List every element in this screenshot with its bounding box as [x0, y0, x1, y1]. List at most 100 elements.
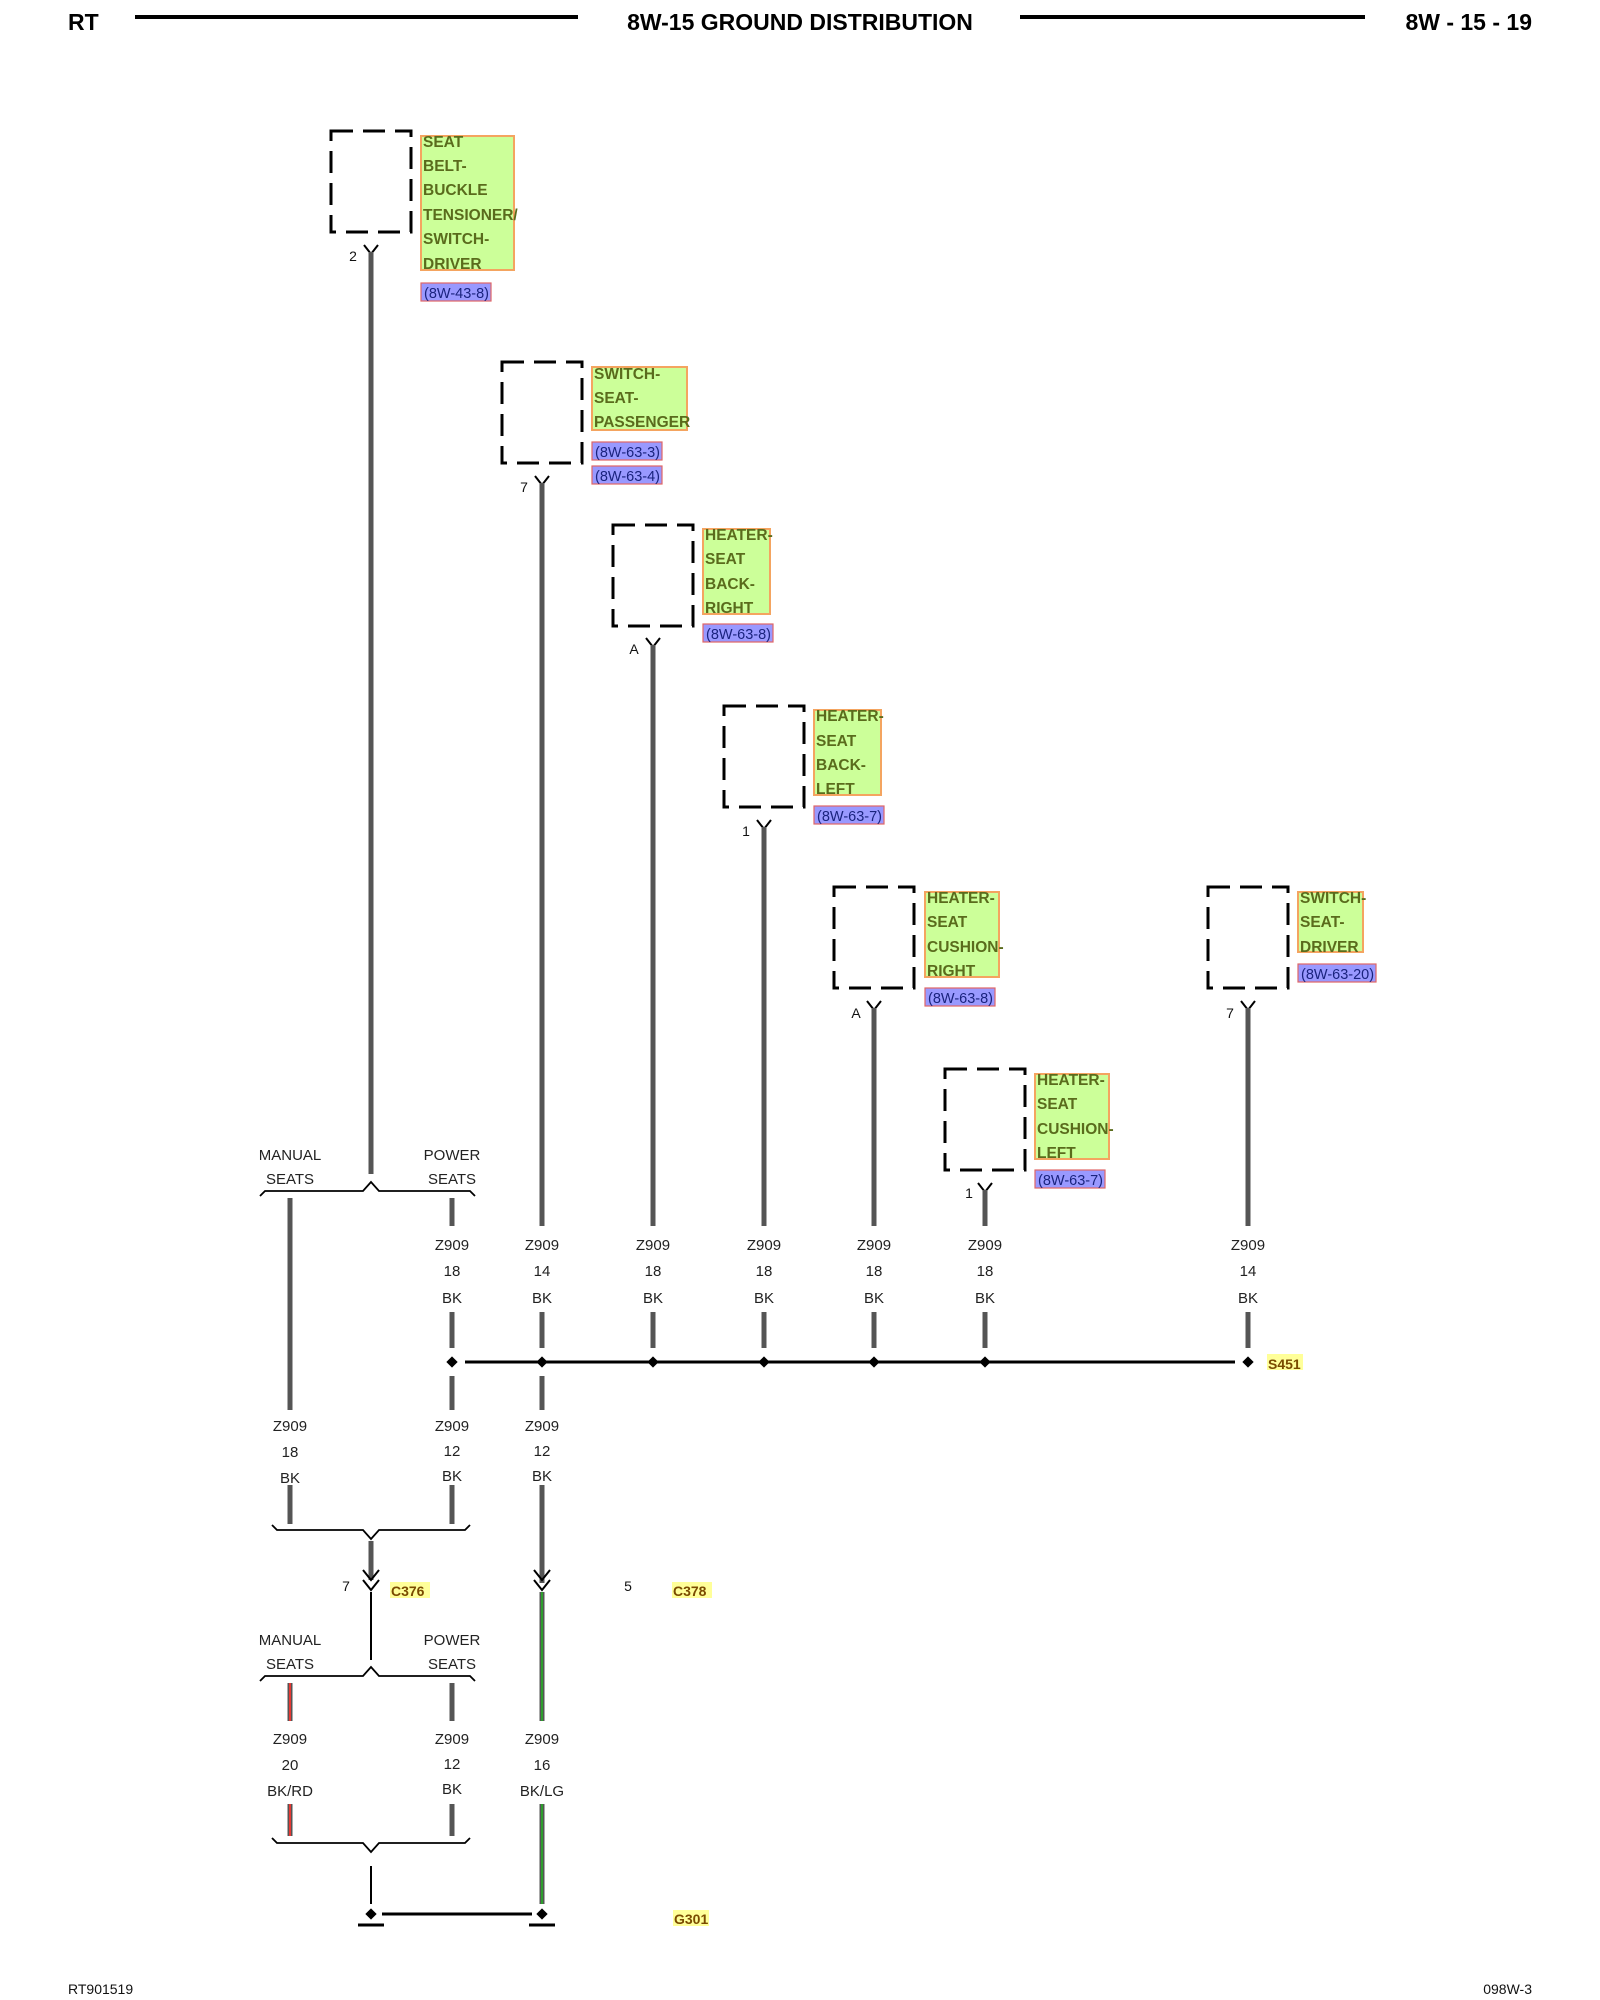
connector-female-chevron — [362, 1579, 380, 1592]
connector-female-chevron — [533, 1579, 551, 1592]
connector-male-chevron — [362, 1569, 380, 1582]
component-switch-seat-driver[interactable]: SWITCH- SEAT- DRIVER (8W-63-20) 7 — [1206, 885, 1377, 1021]
component-ref-link[interactable]: (8W-63-7) — [1038, 1173, 1103, 1189]
component-ref-link[interactable]: (8W-63-7) — [817, 809, 882, 825]
option-label-line: MANUAL — [259, 1632, 322, 1649]
option-label-line: POWER — [424, 1147, 481, 1164]
connector-label-box — [390, 1582, 430, 1598]
option-brace — [259, 1180, 476, 1197]
component-ref-link[interactable]: (8W-63-4) — [595, 469, 660, 485]
wire-circuit: Z909 — [435, 1237, 469, 1254]
wire-color: BK — [975, 1290, 995, 1307]
component-heater-seat-cushion-right[interactable]: HEATER- SEAT CUSHION- RIGHT (8W-63-8) A — [832, 885, 1004, 1021]
wire-circuit: Z909 — [968, 1237, 1002, 1254]
middle-wire-labels: Z909 18 BK Z909 12 BK Z909 12 BK — [273, 1410, 559, 1487]
wire-circuit: Z909 — [636, 1237, 670, 1254]
wire-color: BK — [532, 1468, 552, 1485]
splice-dots — [446, 1356, 1254, 1368]
wire-gauge: 18 — [645, 1263, 662, 1280]
component-box — [943, 1067, 1027, 1172]
splice-label: S451 — [1268, 1356, 1301, 1372]
option-label-line: SEATS — [428, 1171, 476, 1188]
upper-wire-labels: Z909 18 BK Z909 14 BK Z909 18 BK Z909 18… — [435, 1230, 1265, 1307]
wire-color: BK — [442, 1290, 462, 1307]
wire-color: BK — [442, 1468, 462, 1485]
component-ref-box — [813, 805, 885, 825]
page-title: 8W-15 GROUND DISTRIBUTION — [627, 9, 973, 35]
component-ref-link[interactable]: (8W-63-8) — [928, 991, 993, 1007]
component-label-line: SEAT — [423, 134, 464, 151]
component-ref-link[interactable]: (8W-63-3) — [595, 445, 660, 461]
component-label-line: LEFT — [1037, 1145, 1076, 1162]
ground-dot — [536, 1908, 548, 1920]
ground-label-box — [673, 1910, 709, 1926]
component-ref-link[interactable]: (8W-63-8) — [706, 627, 771, 643]
wire-circuit: Z909 — [435, 1418, 469, 1435]
component-pin: 7 — [1226, 1005, 1234, 1021]
wire-gauge: 14 — [1240, 1263, 1257, 1280]
wire-circuit: Z909 — [273, 1418, 307, 1435]
merge-brace-top — [271, 1524, 471, 1541]
component-ref-box — [420, 282, 492, 302]
wire-color: BK — [1238, 1290, 1258, 1307]
wire-gauge: 18 — [756, 1263, 773, 1280]
component-label-line: SEAT — [927, 914, 968, 931]
component-label-line: SEAT- — [594, 390, 639, 407]
wire-gauge: 18 — [977, 1263, 994, 1280]
ground-label: G301 — [674, 1911, 708, 1927]
wire-color: BK — [864, 1290, 884, 1307]
wire-gauge: 18 — [282, 1444, 299, 1461]
component-label-box — [702, 528, 771, 615]
wire-gauge: 20 — [282, 1757, 299, 1774]
component-heater-seat-back-right[interactable]: HEATER- SEAT BACK- RIGHT (8W-63-8) A — [611, 523, 774, 657]
component-ref-link[interactable]: (8W-43-8) — [424, 286, 489, 302]
lower-wire-labels: Z909 20 BK/RD Z909 12 BK Z909 16 BK/LG — [267, 1731, 564, 1800]
component-pin: 1 — [742, 823, 750, 839]
splice-s451[interactable]: S451 — [446, 1354, 1303, 1372]
component-pin: A — [851, 1005, 861, 1021]
component-heater-seat-back-left[interactable]: HEATER- SEAT BACK- LEFT (8W-63-7) 1 — [722, 704, 885, 839]
footer-right: 098W-3 — [1483, 1981, 1532, 1997]
component-heater-seat-cushion-left[interactable]: HEATER- SEAT CUSHION- LEFT (8W-63-7) 1 — [943, 1067, 1114, 1201]
component-label-line: HEATER- — [1037, 1072, 1105, 1089]
component-box — [832, 885, 916, 990]
option-split-bottom: MANUAL SEATS POWER SEATS — [259, 1632, 481, 1682]
component-pin: 1 — [965, 1185, 973, 1201]
component-seat-belt-buckle[interactable]: SEAT BELT- BUCKLE TENSIONER/ SWITCH- DRI… — [329, 129, 518, 302]
connector-label: C376 — [391, 1583, 425, 1599]
component-label-line: SWITCH- — [594, 366, 660, 383]
component-box — [500, 360, 584, 465]
connector-male-chevron — [533, 1569, 551, 1582]
component-label-line: SEAT — [1037, 1096, 1078, 1113]
connector-c376[interactable]: 7 C376 — [342, 1569, 430, 1599]
wire-gauge: 12 — [444, 1443, 461, 1460]
wire-color: BK — [280, 1470, 300, 1487]
component-label-line: BUCKLE — [423, 182, 488, 199]
component-label-line: DRIVER — [1300, 939, 1359, 956]
ground-g301[interactable]: G301 — [358, 1908, 709, 1927]
wire-circuit: Z909 — [525, 1418, 559, 1435]
component-label-line: DRIVER — [423, 256, 482, 273]
wire-gauge: 18 — [444, 1263, 461, 1280]
connector-c378[interactable]: 5 C378 — [533, 1569, 712, 1599]
wire-circuit: Z909 — [273, 1731, 307, 1748]
splice-label-box — [1267, 1354, 1303, 1370]
component-ref-box — [1034, 1169, 1106, 1189]
wire-circuit: Z909 — [525, 1237, 559, 1254]
component-switch-seat-passenger[interactable]: SWITCH- SEAT- PASSENGER (8W-63-3) (8W-63… — [500, 360, 690, 495]
component-label-line: RIGHT — [927, 963, 976, 980]
wire-gauge: 12 — [444, 1756, 461, 1773]
component-label-box — [813, 709, 882, 796]
connector-pin: 5 — [624, 1578, 632, 1594]
component-ref-link[interactable]: (8W-63-20) — [1301, 967, 1374, 983]
component-label-line: LEFT — [816, 781, 855, 798]
wire-color: BK — [532, 1290, 552, 1307]
wire-color: BK/RD — [267, 1783, 313, 1800]
option-label-line: POWER — [424, 1632, 481, 1649]
footer-left: RT901519 — [68, 1981, 133, 1997]
component-label-box — [1034, 1073, 1110, 1160]
component-label-line: SEAT- — [1300, 914, 1345, 931]
wire-gauge: 18 — [866, 1263, 883, 1280]
component-label-line: TENSIONER/ — [423, 207, 518, 224]
